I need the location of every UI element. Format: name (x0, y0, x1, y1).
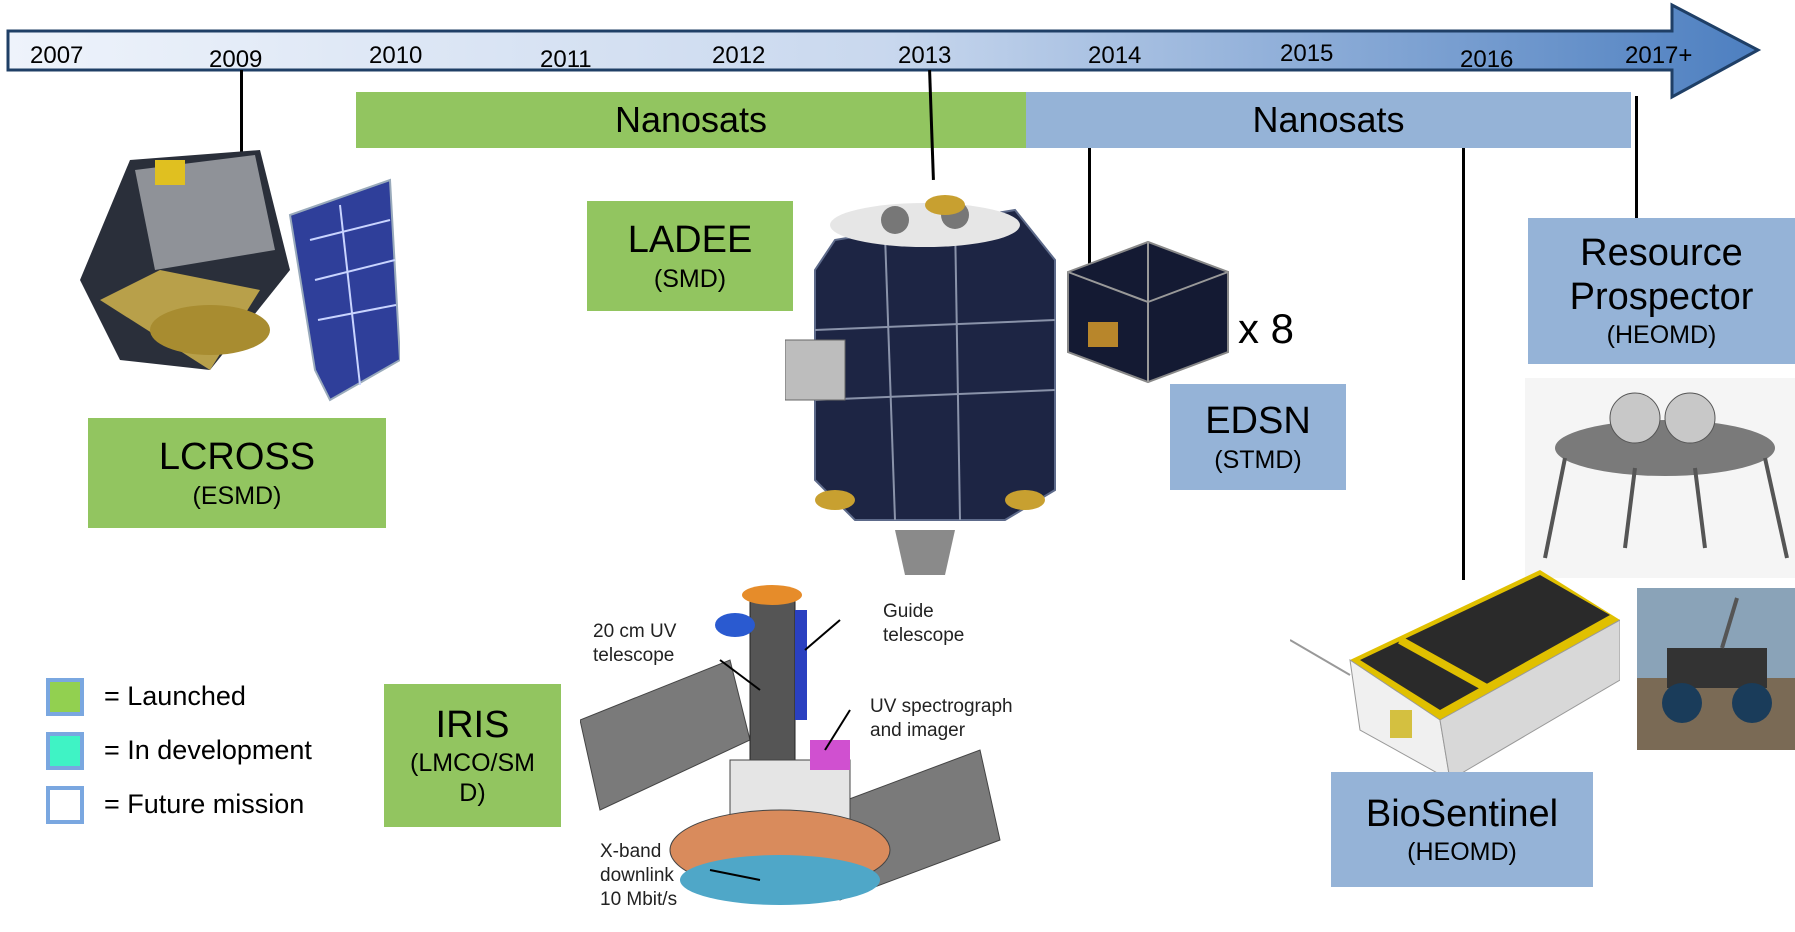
legend-swatch-launched (46, 678, 84, 716)
biosentinel-box: BioSentinel (HEOMD) (1331, 772, 1593, 887)
ladee-name: LADEE (627, 219, 753, 262)
edsn-box: EDSN (STMD) (1170, 384, 1346, 490)
ladee-org: (SMD) (653, 264, 727, 293)
iris-annotation-guide-telescope: Guide telescope (883, 601, 965, 646)
year-label: 2009 (209, 46, 263, 73)
timeline-arrow (6, 2, 1762, 100)
year-label: 2011 (540, 46, 592, 73)
connector-line (1462, 148, 1465, 580)
legend-label-in-development: = In development (104, 735, 312, 765)
lcross-name: LCROSS (158, 436, 316, 479)
resource-prospector-org: (HEOMD) (1606, 320, 1717, 349)
legend-label-future-mission: = Future mission (104, 789, 305, 819)
year-label: 2016 (1460, 46, 1514, 73)
ladee-spacecraft-image (785, 195, 1056, 575)
biosentinel-org: (HEOMD) (1407, 838, 1517, 867)
iris-annotation-spectrograph: UV spectrograph and imager (870, 696, 1013, 741)
biosentinel-name: BioSentinel (1365, 792, 1559, 835)
iris-annotation-downlink: X-band downlink 10 Mbit/s (600, 841, 678, 910)
resource-prospector-box: Resource Prospector (HEOMD) (1528, 218, 1795, 364)
edsn-cubesat-image (1067, 240, 1229, 384)
edsn-org: (STMD) (1214, 445, 1302, 474)
year-label: 2014 (1088, 42, 1142, 69)
legend-swatch-in-development (46, 732, 84, 770)
resource-prospector-name: Resource Prospector (1569, 232, 1754, 318)
year-label: 2010 (369, 42, 423, 69)
year-label: 2015 (1280, 40, 1334, 67)
year-label: 2013 (898, 42, 952, 69)
legend-swatch-future-mission (46, 786, 84, 824)
iris-org: (LMCO/SMD) (410, 749, 535, 808)
year-label: 2007 (30, 42, 84, 69)
year-label: 2012 (712, 42, 766, 69)
connector-line (1635, 96, 1638, 220)
legend-label-launched: = Launched (104, 681, 246, 711)
lander-image (1525, 378, 1795, 578)
edsn-multiplier: x 8 (1238, 305, 1295, 352)
ladee-box: LADEE (SMD) (587, 201, 793, 311)
iris-annotation-uv-telescope: 20 cm UV telescope (593, 621, 677, 666)
year-label: 2017+ (1625, 42, 1693, 69)
iris-spacecraft-image (580, 585, 1001, 905)
iris-name: IRIS (435, 703, 510, 746)
lcross-org: (ESMD) (192, 481, 282, 510)
nanosats-band-launched: Nanosats (356, 92, 1026, 148)
biosentinel-cubesat-image (1290, 570, 1620, 781)
rover-image (1637, 588, 1795, 750)
nanosats-band-future: Nanosats (1026, 92, 1631, 148)
lcross-spacecraft-image (80, 150, 400, 402)
iris-box: IRIS (LMCO/SMD) (384, 684, 561, 827)
edsn-name: EDSN (1205, 400, 1311, 443)
connector-line (1088, 148, 1091, 268)
connector-line (240, 70, 243, 170)
lcross-box: LCROSS (ESMD) (88, 418, 386, 528)
